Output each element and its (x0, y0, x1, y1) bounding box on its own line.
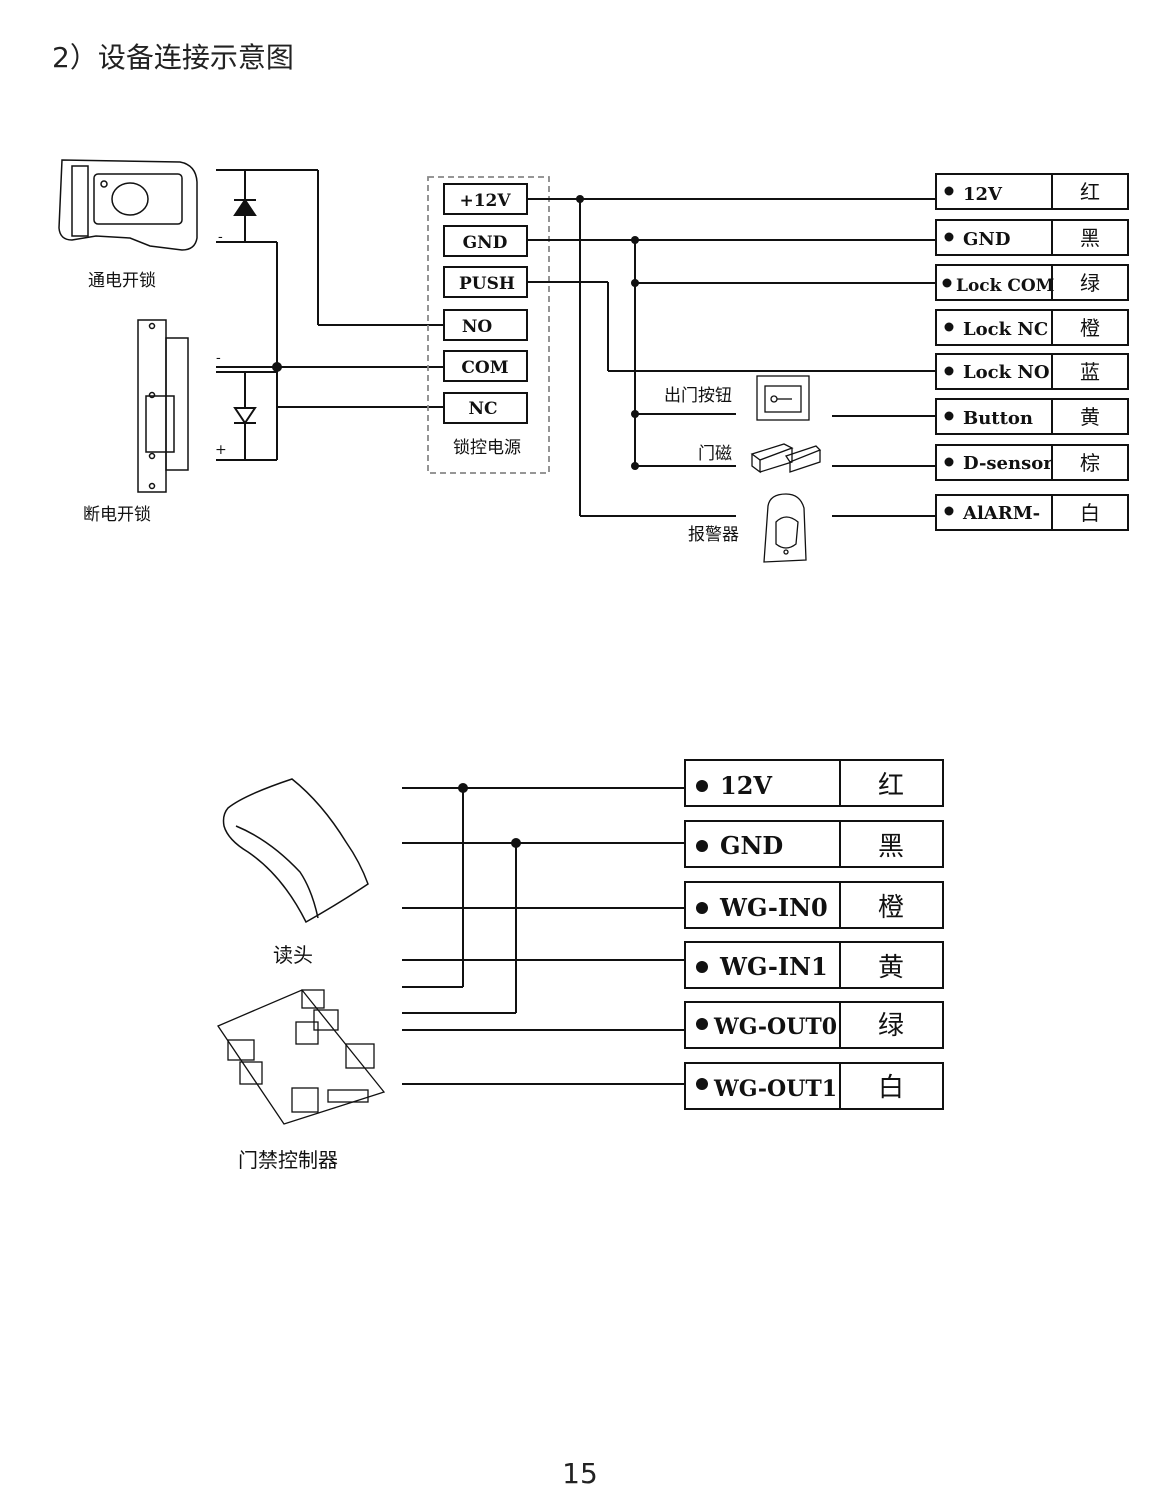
psu-dashed-box (427, 176, 550, 474)
psu-terminal-no: NO (462, 317, 493, 337)
wire-name-12v: 12V (720, 771, 772, 800)
wire-name-12v: 12V (963, 184, 1003, 205)
wire-color-button: 黄 (1080, 405, 1100, 429)
psu-label: 锁控电源 (453, 438, 521, 458)
page-number: 15 (562, 1457, 598, 1490)
wire-name-gnd: GND (963, 229, 1010, 250)
wire-color-gnd: 黑 (1080, 226, 1100, 250)
wire-color-lock-nc: 橙 (1080, 316, 1100, 340)
psu-terminal-12v: +12V (459, 191, 511, 211)
psu-terminal-push: PUSH (459, 274, 515, 294)
wire-color-alarm: 白 (1080, 501, 1100, 525)
alarm-siren-icon (763, 493, 807, 563)
rim-lock-icon (58, 159, 198, 251)
exit-button-label: 出门按钮 (664, 386, 732, 406)
wire-name-gnd: GND (720, 831, 783, 860)
wire-name-d-sensor: D-sensor (963, 453, 1053, 474)
diagram2-bullets (696, 780, 708, 1090)
wire-name-button: Button (963, 408, 1033, 429)
wire-name-wg-out1: WG-OUT1 (713, 1076, 837, 1102)
powered-lock-label: 通电开锁 (88, 271, 156, 291)
diagram1-junctions (576, 195, 639, 470)
wire-color-wg-out0: 绿 (878, 1011, 904, 1041)
controller-board-icon (217, 989, 386, 1125)
exit-button-icon (756, 375, 810, 421)
diode-bottom-icon (233, 407, 257, 425)
psu-terminal-nc: NC (468, 399, 497, 419)
plus-sign: + (215, 442, 227, 458)
psu-terminal-boxes (443, 183, 528, 424)
minus-sign: - (218, 229, 223, 245)
wire-color-12v: 红 (1080, 180, 1100, 204)
wire-color-gnd: 黑 (878, 832, 904, 862)
psu-terminal-gnd: GND (463, 233, 508, 253)
junction-dot (272, 362, 282, 372)
wire-color-lock-com: 绿 (1080, 271, 1100, 295)
wire-name-wg-in1: WG-IN1 (719, 952, 828, 981)
minus-sign: - (216, 350, 221, 366)
diagram2-junctions (458, 783, 521, 848)
diode-top-icon (233, 198, 257, 216)
wire-color-12v: 红 (878, 771, 904, 801)
wire-name-wg-out0: WG-OUT0 (713, 1014, 837, 1040)
wire-name-lock-nc: Lock NC (963, 319, 1048, 340)
wire-color-wg-out1: 白 (878, 1073, 904, 1103)
wire-name-lock-no: Lock NO (963, 362, 1050, 383)
diode-network (216, 169, 444, 461)
door-sensor-label: 门磁 (698, 444, 732, 464)
diagram2-wire-table (684, 759, 944, 1110)
wire-color-lock-no: 蓝 (1080, 360, 1100, 384)
wire-color-wg-in1: 黄 (878, 953, 904, 983)
alarm-label: 报警器 (688, 525, 739, 545)
wire-name-alarm: AlARM- (962, 503, 1040, 524)
page-title: 2）设备连接示意图 (52, 41, 294, 74)
controller-label: 门禁控制器 (238, 1148, 338, 1172)
wire-name-lock-com: Lock COM (956, 276, 1055, 296)
reader-label: 读头 (273, 943, 313, 967)
wire-color-d-sensor: 棕 (1080, 451, 1100, 475)
diagram2-wires (402, 787, 685, 1085)
wire-name-wg-in0: WG-IN0 (719, 893, 828, 922)
wire-color-wg-in0: 橙 (878, 893, 904, 923)
diagram1-bullets (942, 186, 954, 516)
door-sensor-icon (750, 443, 822, 474)
electric-strike-icon (137, 319, 189, 493)
diagram1-wire-table (935, 173, 1129, 531)
card-reader-icon (222, 778, 369, 924)
unpowered-lock-label: 断电开锁 (83, 505, 151, 525)
diagram1-wires (527, 198, 936, 517)
psu-terminal-com: COM (461, 358, 508, 378)
